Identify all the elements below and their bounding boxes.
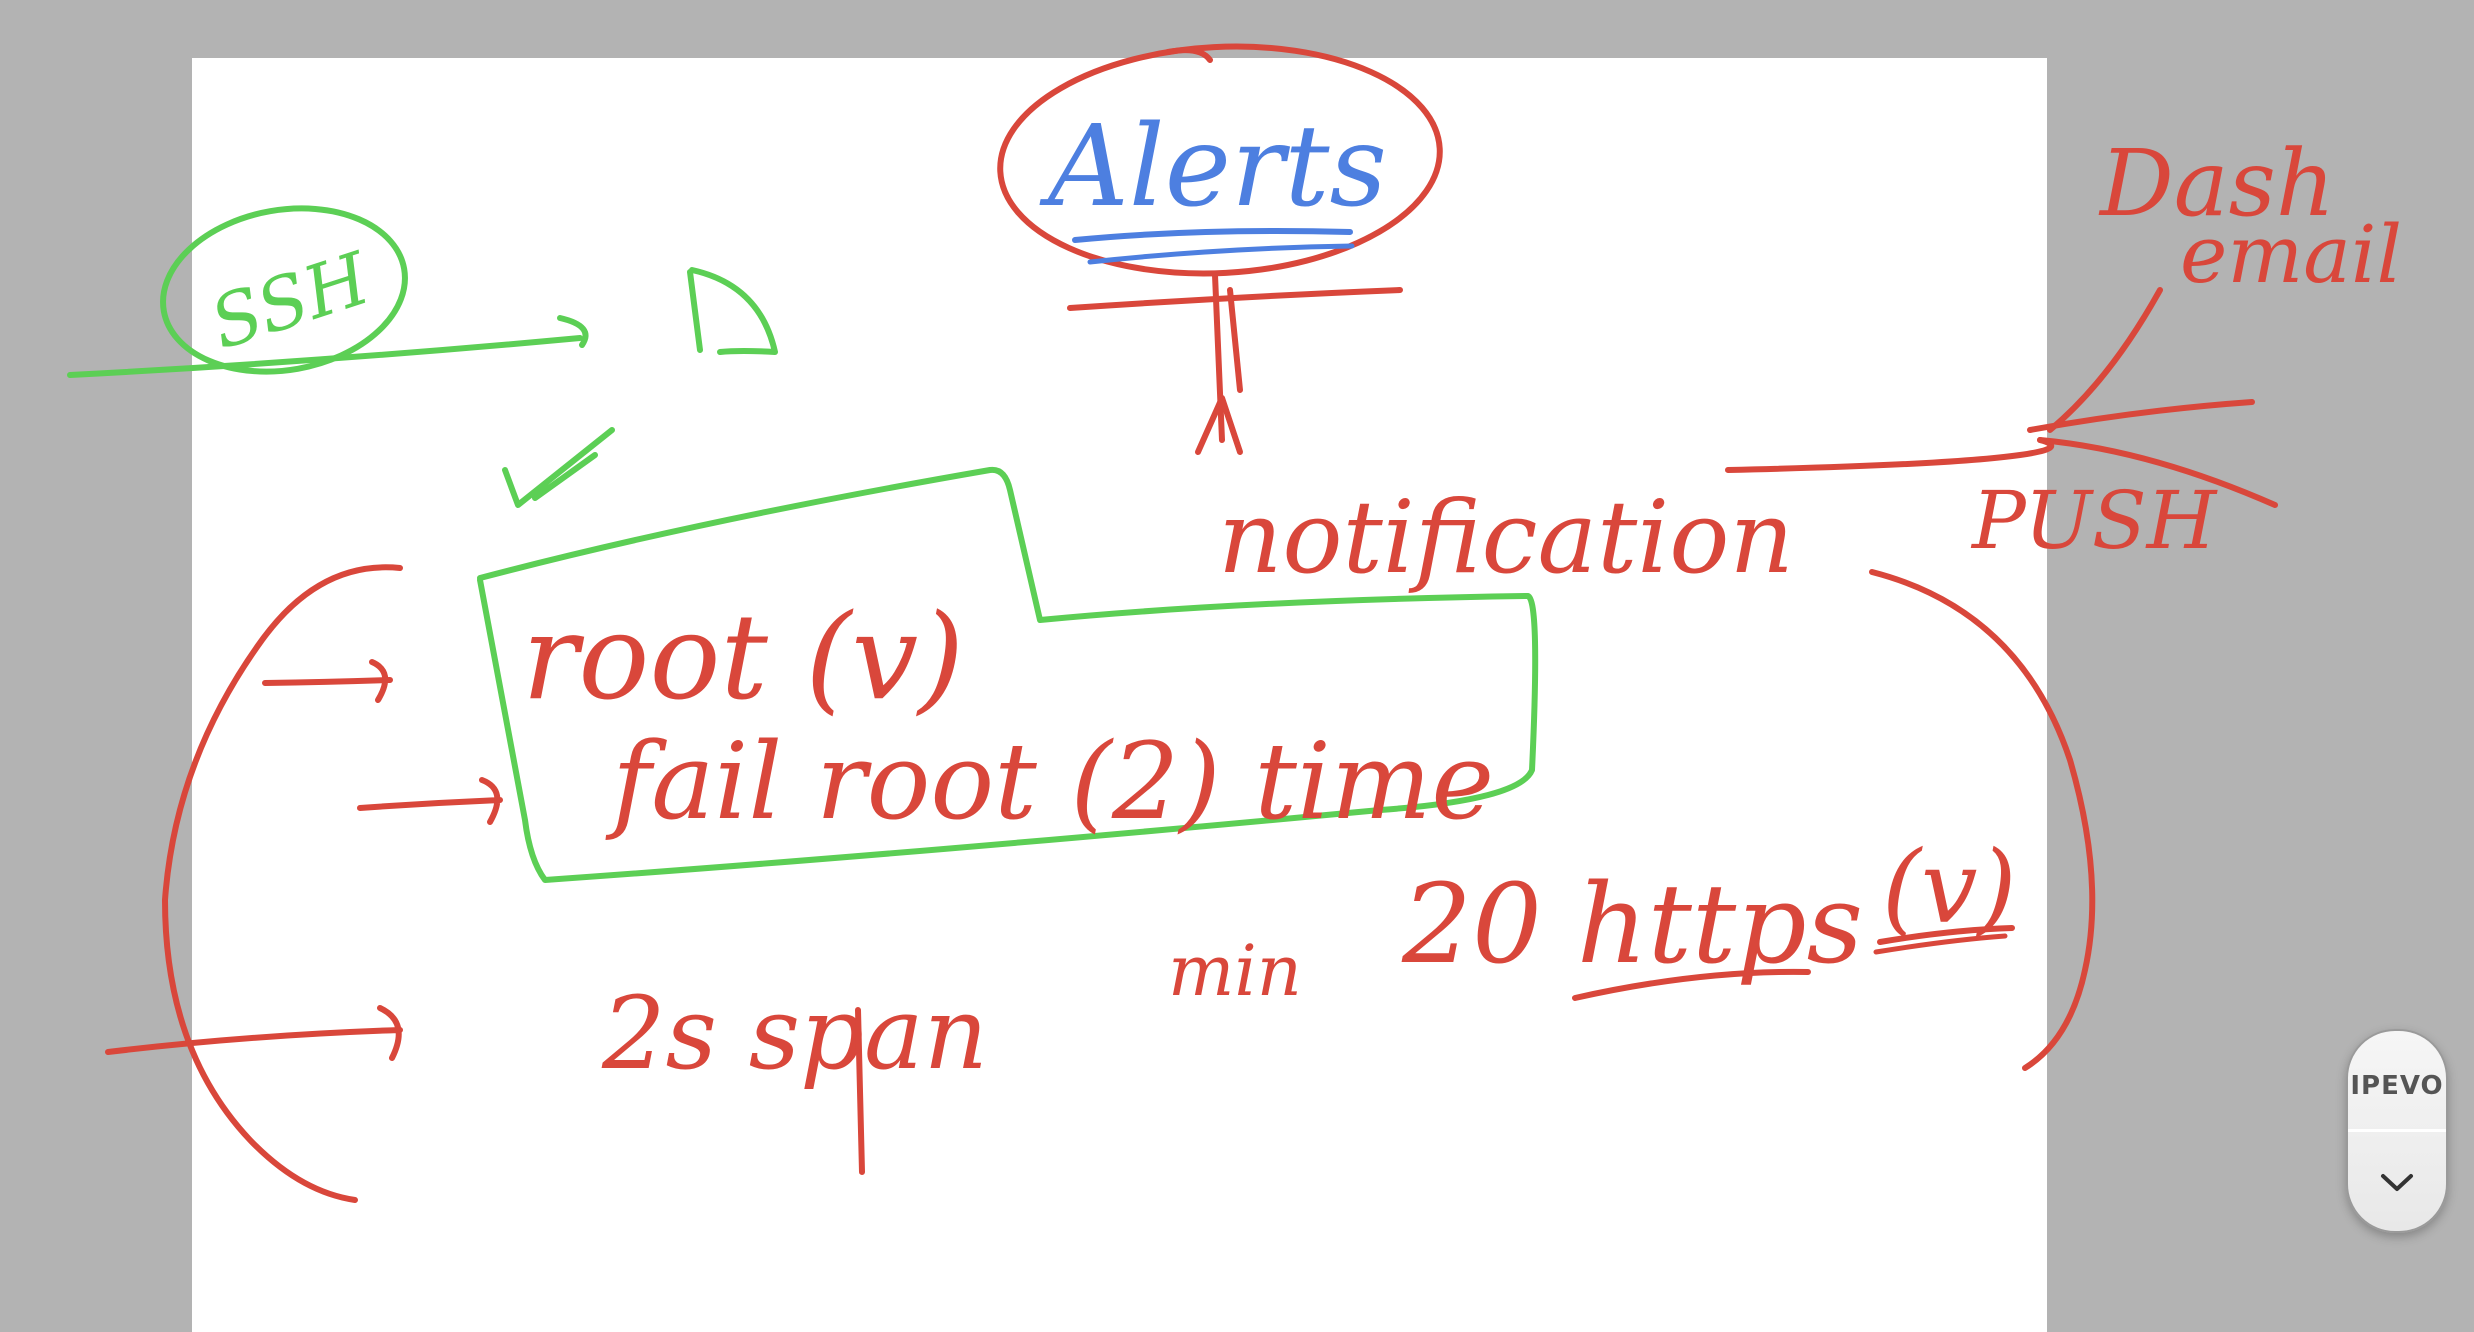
- ipevo-widget[interactable]: IPEVO: [2346, 1029, 2448, 1233]
- ipevo-divider: [2348, 1129, 2446, 1132]
- whiteboard-page[interactable]: [192, 58, 2047, 1332]
- dash-label: Dash: [2098, 130, 2335, 237]
- ipevo-logo: IPEVO: [2350, 1071, 2444, 1101]
- chevron-down-icon: [2381, 1174, 2413, 1191]
- email-connector: [2047, 287, 2163, 433]
- ipevo-toggle-button[interactable]: [2348, 1135, 2446, 1231]
- email-label: email: [2180, 208, 2402, 301]
- push-connector: [2027, 399, 2278, 508]
